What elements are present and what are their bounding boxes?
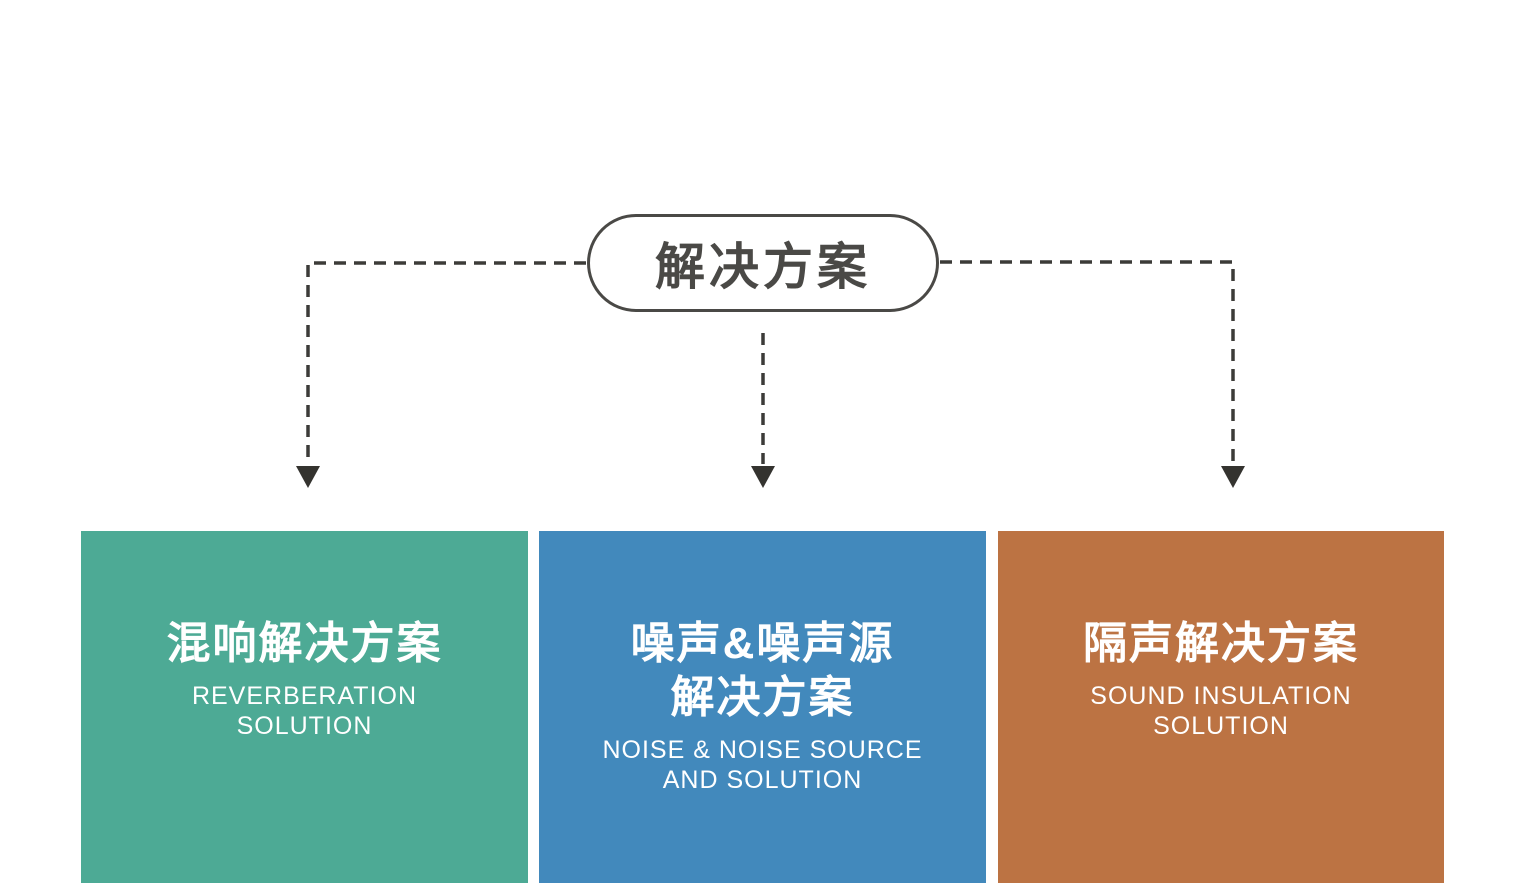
- root-node-label: 解决方案: [655, 239, 871, 295]
- branch-sound-insulation-solution: 隔声解决方案 SOUND INSULATION SOLUTION: [998, 531, 1444, 883]
- arrow-down-icon: [1221, 466, 1245, 488]
- branch-noise-source-solution: 噪声&噪声源 解决方案 NOISE & NOISE SOURCE AND SOL…: [539, 531, 986, 883]
- root-node: 解决方案: [587, 214, 939, 312]
- arrow-down-icon: [296, 466, 320, 488]
- connector-left-line: [306, 261, 586, 464]
- arrow-down-icon: [751, 466, 775, 488]
- connector-right-line: [940, 260, 1235, 464]
- branch-reverberation-solution: 混响解决方案 REVERBERATION SOLUTION: [81, 531, 528, 883]
- branch-subtitle: REVERBERATION SOLUTION: [191, 682, 418, 740]
- branch-title: 噪声&噪声源 解决方案: [630, 619, 895, 722]
- branch-subtitle: SOUND INSULATION SOLUTION: [1090, 682, 1352, 740]
- branch-subtitle: NOISE & NOISE SOURCE AND SOLUTION: [602, 736, 923, 794]
- branch-title: 混响解决方案: [166, 619, 443, 668]
- branch-title: 隔声解决方案: [1083, 619, 1359, 668]
